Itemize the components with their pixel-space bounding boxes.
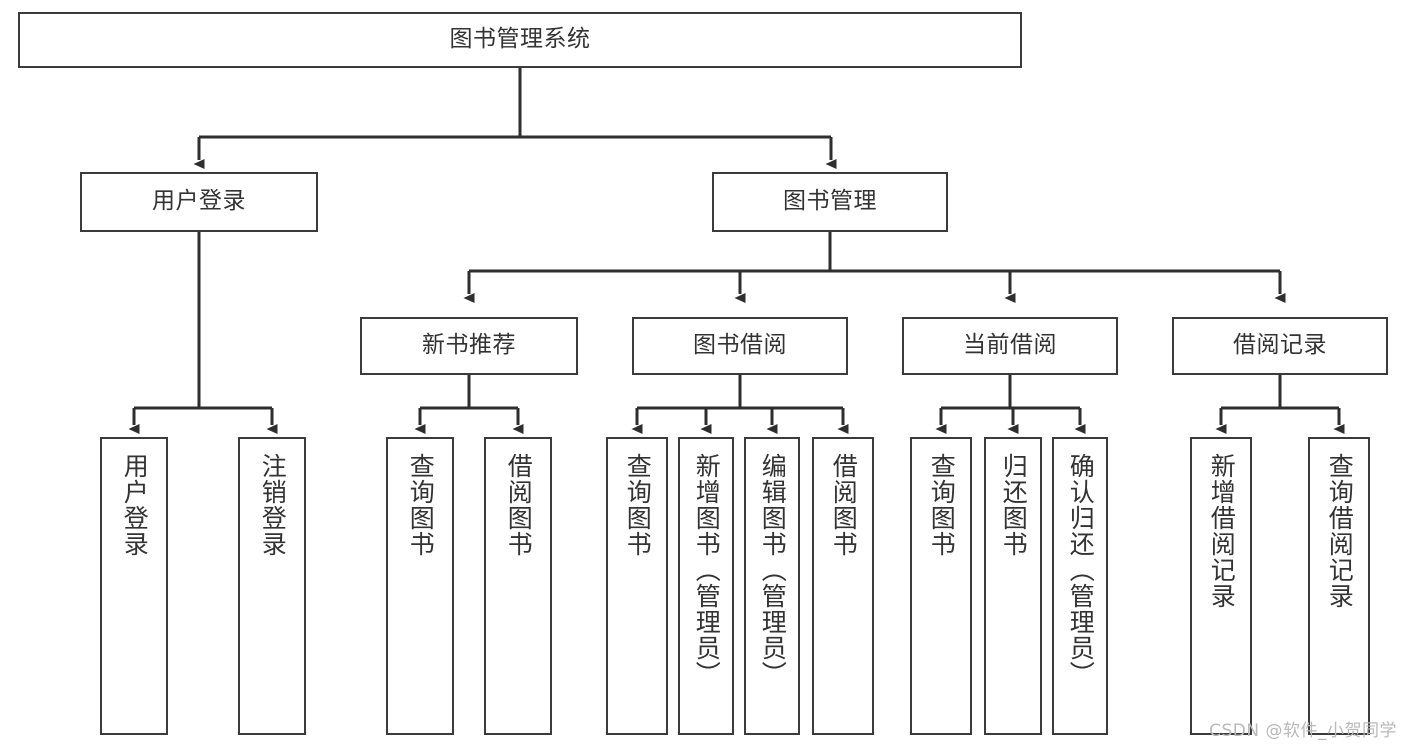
leaf-query-book-recommend[interactable]: 查询图书 xyxy=(386,437,454,735)
leaf-logout[interactable]: 注销登录 xyxy=(238,437,306,735)
node-current-borrow[interactable]: 当前借阅 xyxy=(902,317,1118,375)
leaf-borrow-book-recommend-label: 借阅图书 xyxy=(504,453,534,557)
node-borrow-record[interactable]: 借阅记录 xyxy=(1172,317,1388,375)
leaf-query-book-current-label: 查询图书 xyxy=(927,453,957,557)
leaf-edit-book-admin[interactable]: 编辑图书（管理员） xyxy=(744,437,800,735)
leaf-return-book-label: 归还图书 xyxy=(999,453,1029,557)
leaf-query-book-borrow[interactable]: 查询图书 xyxy=(606,437,668,735)
leaf-query-borrow-record-label: 查询借阅记录 xyxy=(1325,453,1355,609)
leaf-add-book-admin[interactable]: 新增图书（管理员） xyxy=(678,437,734,735)
leaf-query-book-current[interactable]: 查询图书 xyxy=(910,437,972,735)
node-book-borrow-label: 图书借阅 xyxy=(693,332,787,359)
node-borrow-record-label: 借阅记录 xyxy=(1233,332,1327,359)
node-book-management-label: 图书管理 xyxy=(783,188,877,215)
leaf-confirm-return-admin-label: 确认归还（管理员） xyxy=(1066,453,1096,687)
node-new-book-recommend[interactable]: 新书推荐 xyxy=(360,317,578,375)
leaf-query-borrow-record[interactable]: 查询借阅记录 xyxy=(1308,437,1370,735)
leaf-add-borrow-record[interactable]: 新增借阅记录 xyxy=(1190,437,1252,735)
node-root-label: 图书管理系统 xyxy=(449,26,591,53)
node-book-management[interactable]: 图书管理 xyxy=(712,172,948,232)
leaf-query-book-recommend-label: 查询图书 xyxy=(406,453,436,557)
leaf-user-login[interactable]: 用户登录 xyxy=(100,437,168,735)
node-root[interactable]: 图书管理系统 xyxy=(18,12,1022,68)
leaf-logout-label: 注销登录 xyxy=(258,453,288,557)
leaf-add-book-admin-label: 新增图书（管理员） xyxy=(692,453,722,687)
node-current-borrow-label: 当前借阅 xyxy=(963,332,1057,359)
node-book-borrow[interactable]: 图书借阅 xyxy=(632,317,848,375)
leaf-return-book[interactable]: 归还图书 xyxy=(984,437,1042,735)
leaf-add-borrow-record-label: 新增借阅记录 xyxy=(1207,453,1237,609)
node-new-book-recommend-label: 新书推荐 xyxy=(422,332,516,359)
leaf-query-book-borrow-label: 查询图书 xyxy=(623,453,653,557)
node-user-login[interactable]: 用户登录 xyxy=(80,172,318,232)
leaf-edit-book-admin-label: 编辑图书（管理员） xyxy=(758,453,788,687)
node-user-login-label: 用户登录 xyxy=(152,188,246,215)
leaf-borrow-book[interactable]: 借阅图书 xyxy=(812,437,874,735)
csdn-watermark: CSDN @软件_小贺同学 xyxy=(1209,721,1397,741)
leaf-user-login-label: 用户登录 xyxy=(120,453,150,557)
leaf-borrow-book-recommend[interactable]: 借阅图书 xyxy=(484,437,552,735)
leaf-confirm-return-admin[interactable]: 确认归还（管理员） xyxy=(1052,437,1108,735)
leaf-borrow-book-label: 借阅图书 xyxy=(829,453,859,557)
